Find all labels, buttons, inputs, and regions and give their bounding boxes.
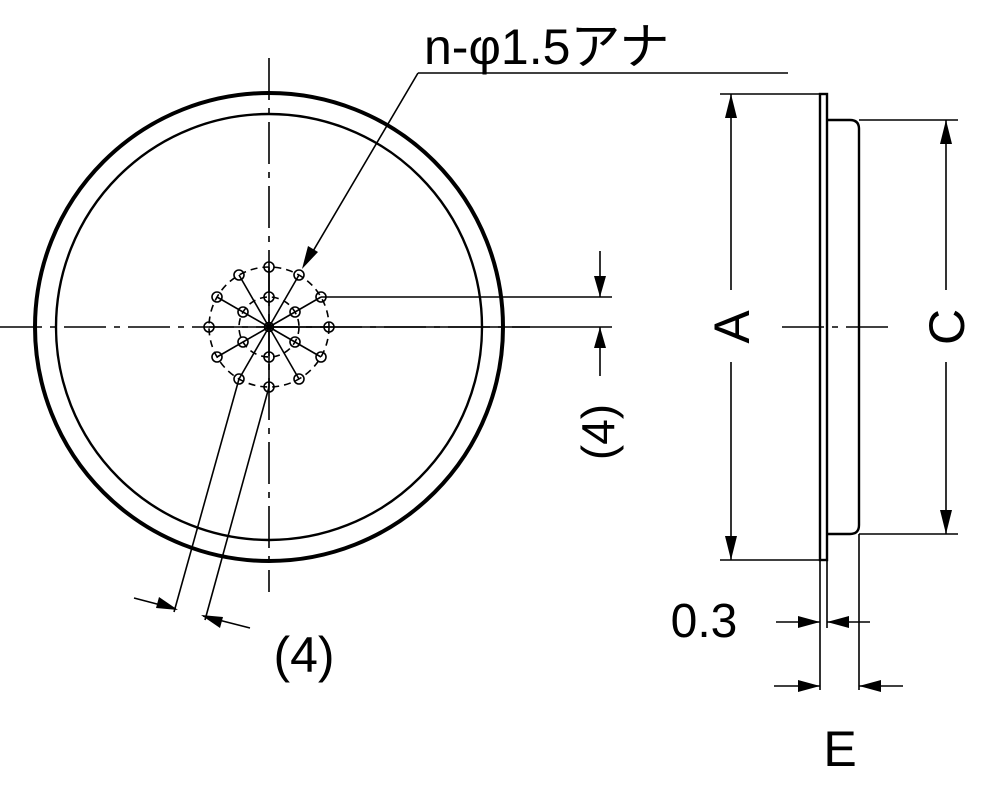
hole xyxy=(293,269,305,281)
hole xyxy=(203,321,215,333)
pitch-vertical-label: (4) xyxy=(572,404,624,460)
dimension-depth-label: E xyxy=(823,721,856,777)
dimension-a-label: A xyxy=(704,310,760,344)
hole xyxy=(237,306,249,318)
hole xyxy=(211,291,223,303)
dimension-thickness xyxy=(776,616,870,628)
dimension-c-label: C xyxy=(919,309,975,345)
hole xyxy=(289,336,301,348)
hole xyxy=(289,306,301,318)
hole-callout-leader xyxy=(302,72,788,269)
hole xyxy=(263,381,275,393)
hole xyxy=(293,373,305,385)
hole xyxy=(233,373,245,385)
hole xyxy=(233,269,245,281)
hole xyxy=(211,351,223,363)
pitch-angular-label: (4) xyxy=(273,627,334,683)
pitch-vertical-dimension xyxy=(269,251,612,376)
dimension-a xyxy=(720,93,820,561)
hole xyxy=(263,351,275,363)
dimension-c xyxy=(859,119,958,535)
dimension-thickness-label: 0.3 xyxy=(671,595,738,648)
side-view xyxy=(720,92,958,692)
hole xyxy=(263,291,275,303)
hole xyxy=(315,351,327,363)
hole-callout-label: n-φ1.5アナ xyxy=(424,19,669,75)
pitch-angular-dimension xyxy=(133,378,270,629)
hole xyxy=(263,261,275,273)
hole-radial-lines xyxy=(209,267,329,387)
hole xyxy=(237,336,249,348)
dimension-depth xyxy=(774,680,903,692)
front-view xyxy=(0,58,788,629)
